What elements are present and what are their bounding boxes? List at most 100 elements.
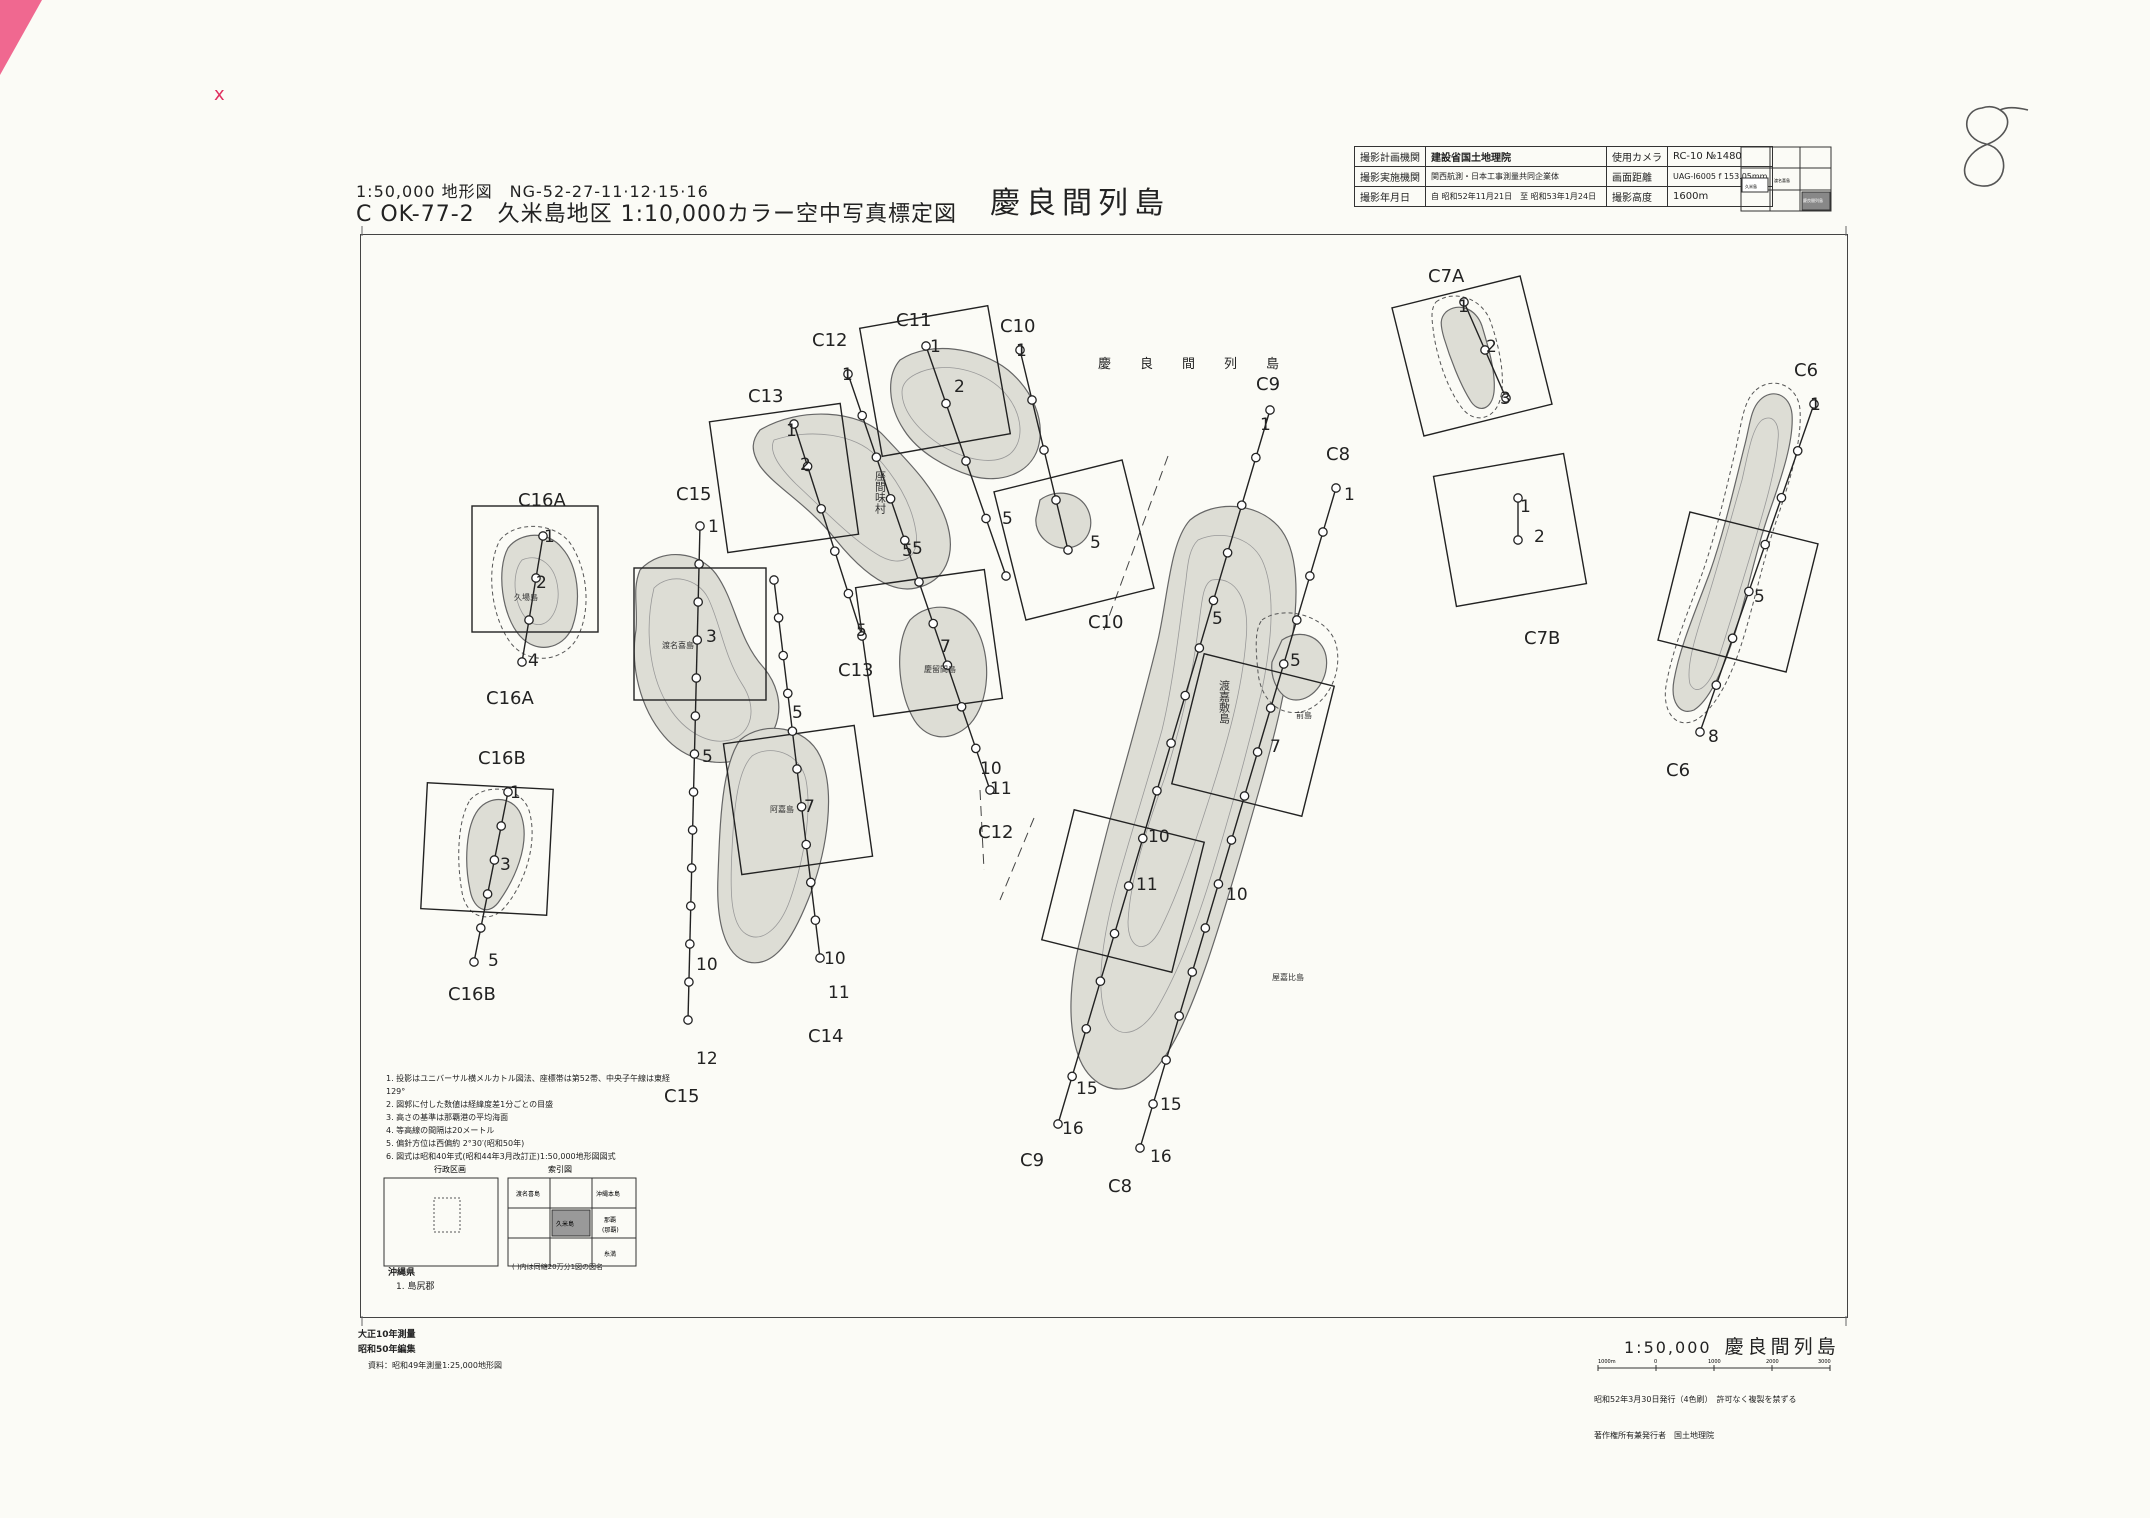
photo-point — [816, 503, 827, 514]
photo-number: 5 — [488, 951, 499, 971]
photo-point — [843, 369, 853, 379]
admin-inset-title: 行政区画 — [434, 1164, 466, 1174]
photo-point — [1278, 659, 1289, 669]
photo-point — [1291, 615, 1302, 625]
photo-point — [1148, 1099, 1158, 1109]
photo-point — [1501, 393, 1511, 403]
photo-number: 1 — [1520, 497, 1531, 517]
photo-frames — [420, 275, 1819, 974]
photo-point — [689, 749, 700, 759]
scalebar-label: 0 — [1654, 1359, 1657, 1365]
photo-point — [1194, 643, 1205, 653]
photo-point — [871, 452, 882, 463]
strip-label: C12 — [812, 330, 847, 351]
photo-number: 15 — [1160, 1095, 1182, 1115]
admin-inset-caption: 沖縄県 1. 島尻郡 — [388, 1268, 435, 1292]
photo-number: 1 — [510, 783, 521, 803]
series-number: 1:50,000 地形図 NG-52-27-11·12·15·16 — [356, 182, 709, 201]
photo-point — [928, 618, 939, 629]
scalebar-label: 1000m — [1598, 1359, 1616, 1365]
photo-point — [1135, 1143, 1145, 1153]
survey-line: 資料：昭和49年測量1:25,000地形図 — [368, 1361, 502, 1370]
photo-number: 10 — [696, 955, 718, 975]
photo-number: 3 — [1500, 389, 1511, 409]
map-frame — [360, 234, 1848, 1318]
island-name: 久場島 — [514, 592, 538, 602]
photo-number: 10 — [1226, 885, 1248, 905]
photo-number: 3 — [500, 855, 511, 875]
photo-point — [524, 615, 534, 625]
stamp-mark: x — [214, 84, 225, 105]
index-cell-label: 慶良間列島 — [1803, 197, 1823, 203]
photo-point — [1166, 738, 1176, 749]
strip-label: C6 — [1794, 360, 1818, 381]
photo-point — [1137, 833, 1148, 844]
island-outlines-dashed — [458, 295, 1801, 918]
photo-point — [914, 577, 924, 587]
index-cell: 久米島 — [556, 1220, 574, 1228]
photo-point — [1063, 545, 1073, 555]
photo-number: 5 — [702, 747, 713, 767]
photo-frame-c10 — [993, 459, 1155, 621]
photo-number: 2 — [1534, 527, 1545, 547]
photo-point — [985, 785, 995, 795]
photo-number: 5 — [1002, 509, 1013, 529]
island-name: 座間味村 — [874, 469, 887, 514]
photo-point — [981, 513, 991, 524]
photo-number: 16 — [1062, 1119, 1084, 1139]
strip-label: C6 — [1666, 760, 1690, 781]
island-name: 阿嘉島 — [770, 804, 794, 814]
photo-point — [469, 957, 479, 967]
photo-frame-c7a — [1391, 275, 1553, 437]
photo-frame-c11 — [858, 304, 1012, 458]
photo-number: 10 — [824, 949, 846, 969]
photo-point — [1251, 452, 1261, 463]
photo-point — [690, 711, 701, 721]
photo-point — [1200, 923, 1211, 933]
strip-label: C8 — [1108, 1176, 1132, 1197]
photo-point — [1027, 395, 1037, 405]
island-keise — [1672, 393, 1793, 712]
photo-point — [802, 461, 813, 472]
photo-point — [1459, 297, 1469, 307]
photo-number: 5 — [1290, 651, 1301, 671]
survey-line: 昭和50年編集 — [358, 1345, 416, 1355]
strip-label: C16B — [448, 984, 496, 1005]
photo-point — [857, 631, 867, 641]
photo-point — [1208, 595, 1219, 606]
photo-number: 2 — [954, 377, 965, 397]
scalebar-label: 1000 — [1708, 1359, 1721, 1365]
scale-ratio: 1:50,000 — [1624, 1338, 1712, 1357]
island-name-labels: 久場島 渡名喜島 座間味村 阿嘉島 慶留間島 渡嘉敷島 前島 屋嘉比島 — [514, 469, 1312, 982]
photo-frame-c7b — [1432, 452, 1588, 608]
note-line: 3. 高さの基準は那覇港の平均海面 — [386, 1113, 509, 1122]
index-cell: 渡名喜島 — [516, 1190, 540, 1198]
note-line: 5. 偏針方位は西偏約 2°30′(昭和50年) — [386, 1139, 525, 1148]
photo-number: 2 — [536, 573, 547, 593]
photo-point — [1809, 399, 1819, 409]
strip-label: C16A — [518, 490, 566, 511]
photo-number: 3 — [706, 627, 717, 647]
photo-number: 5 — [792, 703, 803, 723]
photo-point — [1331, 483, 1341, 493]
island-name: 慶留間島 — [924, 664, 956, 674]
photo-frame-c13 — [708, 402, 860, 554]
publication-info: 昭和52年3月30日発行（4色刷） 許可なく複製を禁ずる 著作権所有兼発行者 国… — [1594, 1370, 1797, 1454]
note-line: 2. 図郭に付した数値は経緯度差1分ごとの目盛 — [386, 1100, 554, 1109]
table-row: 撮影年月日 自 昭和52年11月21日 至 昭和53年1月24日 撮影高度 16… — [1354, 186, 1774, 207]
inset-maps: 行政区画 索引図 渡名喜島 沖縄本島 久米島 那覇 (那覇) 糸満 — [383, 1164, 637, 1267]
photo-point — [503, 787, 513, 797]
photo-point — [1239, 791, 1250, 801]
strip-label: C15 — [676, 484, 711, 505]
photo-point — [787, 726, 798, 737]
index-cell-label: 渡名喜島 — [1774, 177, 1790, 183]
photo-number: 5 — [912, 539, 923, 559]
boundary-dashed-lines — [979, 455, 1169, 901]
island-tokashiki — [1070, 505, 1297, 1090]
photo-point — [778, 650, 789, 661]
photo-point — [683, 1015, 693, 1025]
photo-point — [921, 341, 931, 351]
photo-number: 11 — [828, 983, 850, 1003]
admin-inset-frame — [383, 1177, 499, 1267]
photo-number: 1 — [1810, 395, 1821, 415]
